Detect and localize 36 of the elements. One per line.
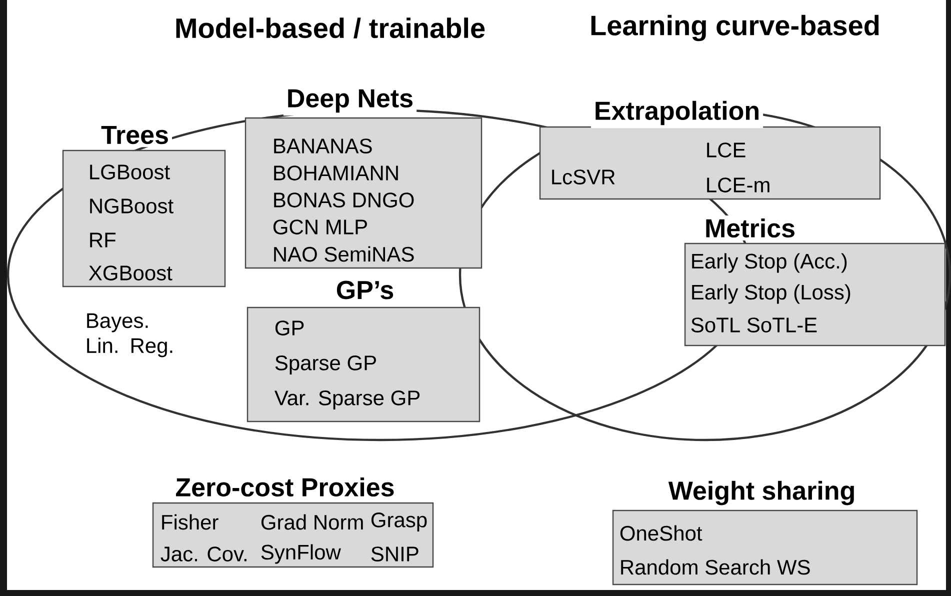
box-heading: Metrics xyxy=(702,215,799,241)
method-label: Grad Norm xyxy=(261,514,363,530)
method-label: SoTL SoTL-E xyxy=(691,318,817,332)
method-label: LcSVR xyxy=(552,170,615,184)
method-label: Jac. Cov. xyxy=(160,546,246,562)
method-label: GP xyxy=(275,320,304,336)
method-label: BOHAMIANN xyxy=(274,166,398,180)
method-label: BONAS DNGO xyxy=(274,192,414,208)
box-heading: Weight sharing xyxy=(665,478,859,508)
method-label: Bayes. Lin. Reg. xyxy=(87,313,172,358)
box-heading: Zero-cost Proxies xyxy=(172,474,398,500)
method-label: LCE-m xyxy=(707,178,770,192)
method-label: BANANAS xyxy=(274,138,372,154)
method-label: Early Stop (Acc.) xyxy=(692,253,847,273)
method-label: XGBoost xyxy=(88,266,172,280)
method-label: LCE xyxy=(707,142,746,158)
method-label: LGBoost xyxy=(90,164,170,180)
ellipse-heading: Model-based / trainable xyxy=(176,18,485,38)
method-label: GCN MLP xyxy=(273,220,367,234)
method-label: NAO SemiNAS xyxy=(274,246,414,262)
method-label: RF xyxy=(90,232,116,248)
method-label: Fisher xyxy=(162,514,218,530)
method-label: Sparse GP xyxy=(275,356,376,375)
box-heading: GP’s xyxy=(332,278,398,302)
method-label: SynFlow xyxy=(261,544,341,564)
method-label: Grasp xyxy=(371,512,427,532)
box-heading: Extrapolation xyxy=(590,98,764,128)
box-heading: Trees xyxy=(98,122,172,148)
method-label: NGBoost xyxy=(90,198,174,214)
box-heading: Deep Nets xyxy=(283,86,417,116)
method-label: Early Stop (Loss) xyxy=(692,284,850,304)
method-label: Random Search WS xyxy=(621,559,810,575)
method-label: OneShot xyxy=(620,525,702,541)
ellipse-heading: Learning curve-based xyxy=(591,14,879,42)
method-label: Var. Sparse GP xyxy=(274,390,420,410)
method-label: SNIP xyxy=(371,546,418,562)
